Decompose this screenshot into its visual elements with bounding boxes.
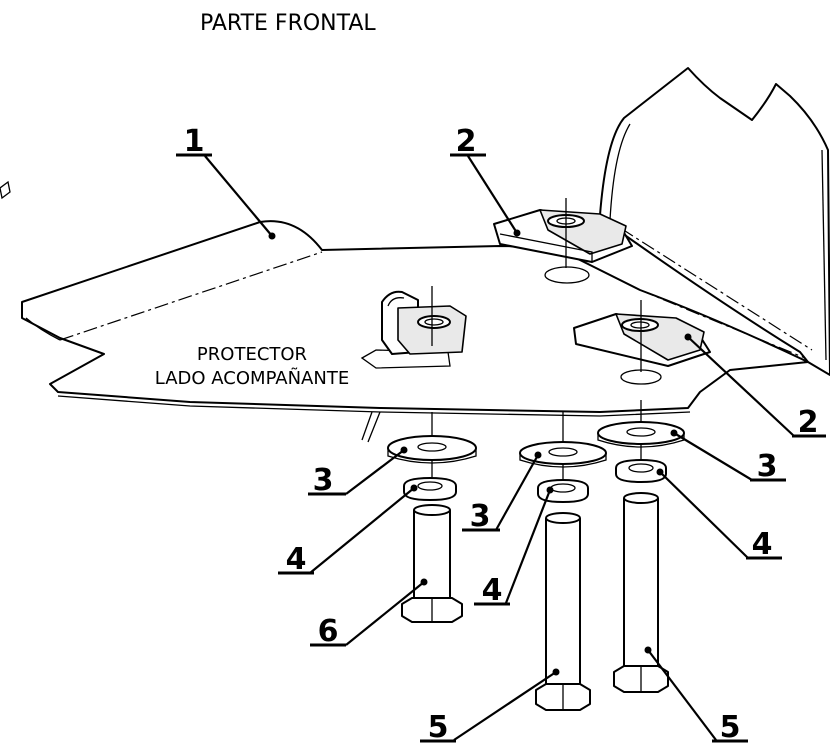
svg-text:3: 3 <box>470 499 491 534</box>
callout-4-right: 4 <box>656 468 782 562</box>
callout-4-middle: 4 <box>474 486 554 608</box>
short-bolt <box>401 504 463 623</box>
callout-6: 6 <box>310 578 428 649</box>
callout-2-upper: 2 <box>450 124 521 237</box>
clip-nut-lower <box>573 313 711 367</box>
callout-1: 1 <box>176 124 276 240</box>
panel-label-line1: PROTECTOR <box>197 344 307 365</box>
callout-5-middle: 5 <box>420 668 560 745</box>
lock-washer <box>615 459 667 483</box>
callout-3-right: 3 <box>670 429 786 484</box>
callout-5-right: 5 <box>644 646 748 745</box>
svg-text:5: 5 <box>720 710 741 745</box>
plate-side-flange <box>599 67 830 376</box>
callout-4-left: 4 <box>278 484 418 577</box>
svg-text:3: 3 <box>313 463 334 498</box>
svg-text:6: 6 <box>318 614 339 649</box>
clip-nut-upper <box>493 209 633 263</box>
callout-3-middle: 3 <box>462 451 542 534</box>
svg-text:1: 1 <box>184 124 205 159</box>
flat-washer <box>597 421 685 448</box>
svg-text:3: 3 <box>757 449 778 484</box>
view-title: PARTE FRONTAL <box>200 11 376 36</box>
flat-washer <box>387 435 477 464</box>
protector-plate <box>0 67 830 443</box>
panel-label-line2: LADO ACOMPAÑANTE <box>155 367 349 389</box>
callout-3-left: 3 <box>308 446 408 498</box>
svg-text:4: 4 <box>482 573 503 608</box>
long-bolt <box>613 492 669 693</box>
svg-text:2: 2 <box>798 405 819 440</box>
callout-2-lower: 2 <box>684 333 826 440</box>
long-bolt <box>535 512 591 711</box>
lock-washer <box>403 477 457 501</box>
svg-text:4: 4 <box>286 542 307 577</box>
svg-text:2: 2 <box>456 124 477 159</box>
svg-text:4: 4 <box>752 527 773 562</box>
mount-hole <box>544 266 590 284</box>
flat-washer <box>519 441 607 468</box>
svg-text:5: 5 <box>428 710 449 745</box>
